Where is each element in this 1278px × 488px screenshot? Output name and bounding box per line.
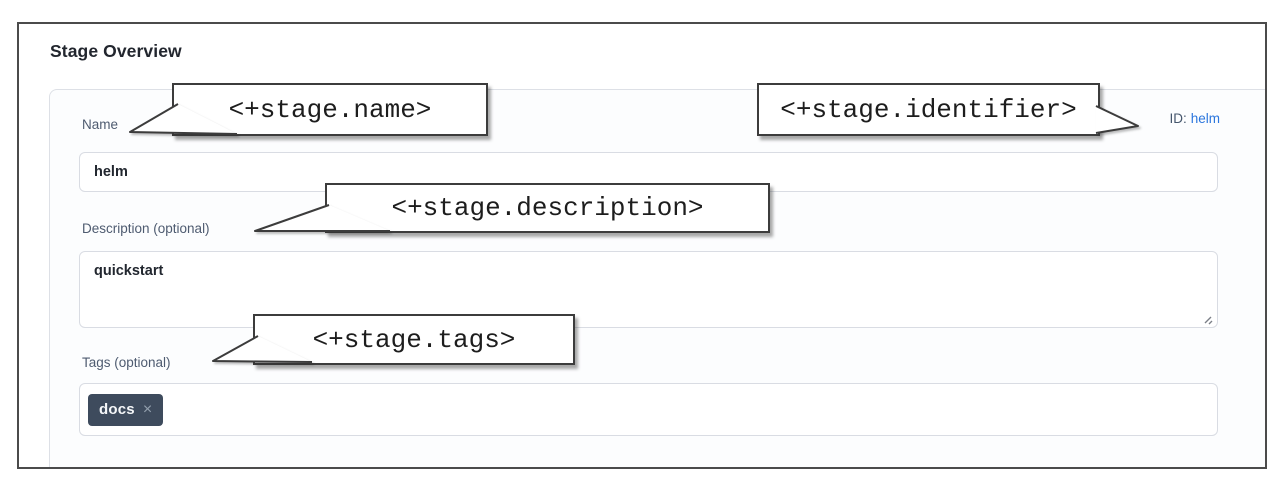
- name-label: Name: [82, 117, 119, 132]
- stage-id-value: helm: [1190, 111, 1220, 126]
- figure-frame: Stage Overview Name ID:helm Description …: [17, 22, 1267, 469]
- callout-stage-description-tail: [254, 204, 390, 232]
- tag-chip: docs ×: [88, 393, 164, 426]
- callout-stage-tags: <+stage.tags>: [253, 314, 575, 365]
- tag-remove-icon[interactable]: ×: [142, 400, 153, 418]
- stage-id-label: ID:: [1169, 111, 1187, 126]
- callout-stage-tags-tail: [212, 335, 313, 363]
- description-label: Description (optional): [82, 221, 210, 236]
- description-textarea[interactable]: quickstart: [79, 251, 1218, 328]
- callout-stage-description: <+stage.description>: [325, 183, 770, 233]
- tags-input[interactable]: docs ×: [79, 383, 1218, 436]
- callout-stage-identifier-tail: [1095, 105, 1139, 134]
- resize-handle-icon[interactable]: [1200, 312, 1214, 326]
- callout-stage-name-tail: [129, 103, 238, 135]
- callout-stage-identifier: <+stage.identifier>: [757, 83, 1100, 136]
- tags-label: Tags (optional): [82, 355, 171, 370]
- tag-chip-label: docs: [99, 401, 135, 418]
- stage-id-row: ID:helm: [1169, 111, 1220, 126]
- page-title: Stage Overview: [50, 41, 182, 61]
- callout-stage-name: <+stage.name>: [172, 83, 488, 136]
